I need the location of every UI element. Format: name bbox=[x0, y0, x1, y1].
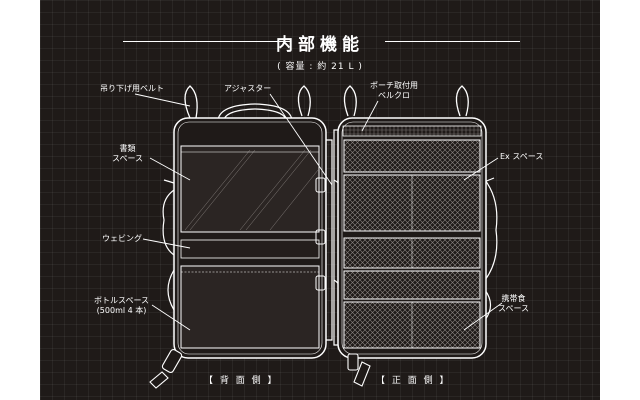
adjuster-buckles bbox=[315, 177, 326, 291]
label-pouch-velcro: ポーチ取付用 ベルクロ bbox=[370, 81, 418, 100]
label-document-space: 書類 スペース bbox=[112, 144, 144, 163]
label-bottle-space: ボトルスペース (500ml 4 本) bbox=[94, 296, 150, 315]
front-side-label: 【 正 面 側 】 bbox=[376, 376, 451, 386]
diagram-board: 内部機能 ( 容量 : 約 21 L ) bbox=[40, 0, 600, 400]
label-adjuster: アジャスター bbox=[224, 84, 272, 93]
backpack-illustration bbox=[134, 85, 503, 389]
document-pocket bbox=[180, 145, 320, 233]
label-portable-food-space: 携帯食 スペース bbox=[498, 294, 530, 313]
title-rule-right bbox=[385, 41, 520, 42]
leader-lines bbox=[134, 93, 503, 331]
label-webbing: ウェビング bbox=[102, 234, 142, 243]
webbing-strap bbox=[180, 239, 320, 259]
top-handle bbox=[217, 103, 293, 121]
bottle-pocket bbox=[180, 265, 320, 349]
back-side-label: 【 背 面 側 】 bbox=[204, 376, 279, 386]
title-rule-left bbox=[123, 41, 290, 42]
label-ex-space: Ex スペース bbox=[500, 152, 544, 161]
page-title: 内部機能 bbox=[276, 35, 364, 55]
label-hanging-belt: 吊り下げ用ベルト bbox=[100, 84, 164, 93]
bottom-buckles bbox=[149, 349, 371, 389]
capacity-subtitle: ( 容量 : 約 21 L ) bbox=[277, 62, 363, 72]
velcro-strip bbox=[342, 125, 482, 137]
hanging-belt-loops bbox=[184, 85, 469, 119]
